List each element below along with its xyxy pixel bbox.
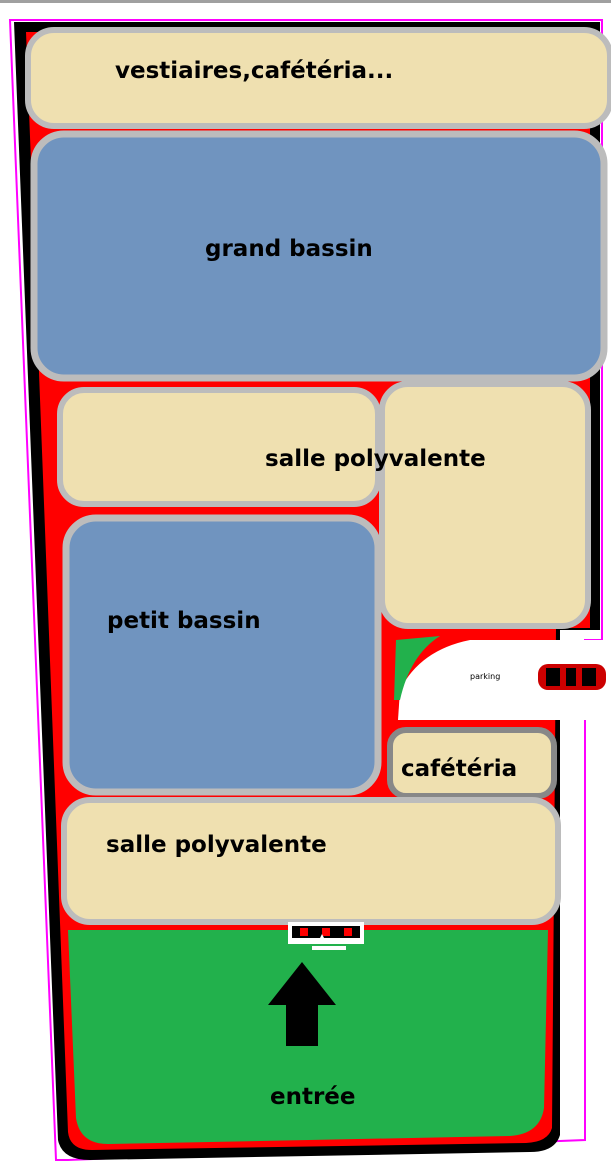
pool-petit-bassin: [62, 514, 382, 796]
room-vestiaires-label: vestiaires,cafétéria...: [115, 58, 393, 84]
parking-sign: parking: [470, 672, 500, 681]
room-salle-polyvalente-upper-right: [379, 381, 591, 629]
pool-grand-bassin-label: grand bassin: [205, 236, 373, 262]
room-salle-polyvalente-lower-label: salle polyvalente: [106, 832, 327, 858]
pool-grand-bassin: [30, 130, 608, 382]
room-salle-polyvalente-upper-label: salle polyvalente: [265, 446, 486, 472]
parking-green-patch: [394, 636, 440, 700]
top-edge-line: [0, 0, 611, 3]
entrance-door: [288, 922, 364, 944]
parking-area: [398, 640, 611, 720]
room-salle-polyvalente-lower: [61, 797, 561, 925]
car-icon: [538, 664, 606, 690]
pool-petit-bassin-label: petit bassin: [107, 608, 261, 634]
arrow-up-icon: [268, 962, 336, 1046]
room-cafeteria: [387, 727, 557, 799]
building-magenta-outline: [8, 19, 603, 1161]
room-salle-polyvalente-upper-left: [57, 387, 381, 507]
accessibility-marker: [312, 934, 346, 950]
entrance-label: entrée: [270, 1084, 356, 1110]
room-cafeteria-label: cafétéria: [401, 756, 517, 782]
room-vestiaires: [25, 27, 611, 129]
